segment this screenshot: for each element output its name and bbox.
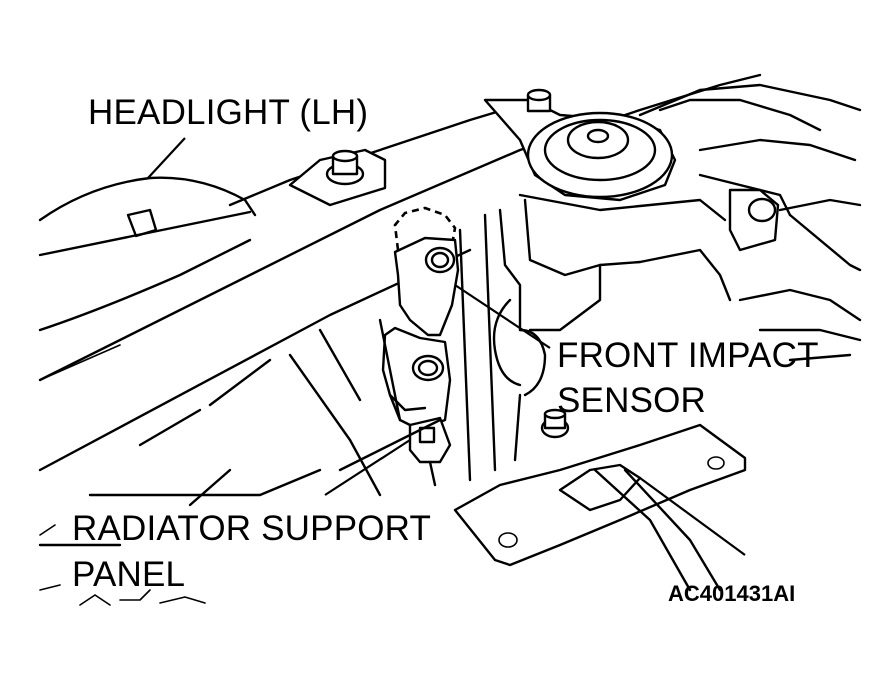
code-leader — [639, 477, 746, 556]
headlight-leader — [147, 137, 186, 179]
front-impact-sensor — [381, 206, 460, 432]
headlight-housing — [38, 176, 257, 381]
radiator-support-label-line2: PANEL — [72, 555, 186, 594]
lower-struts — [38, 318, 442, 591]
radiator-support-label-line1: RADIATOR SUPPORT — [72, 509, 432, 548]
sensor-connector — [408, 416, 452, 487]
leader-lines — [147, 137, 746, 556]
figure-code-label: AC401431AI — [668, 581, 796, 606]
headlight-label: HEADLIGHT (LH) — [88, 93, 369, 132]
lower-bracket-plate — [453, 408, 747, 592]
beam-bracket — [288, 148, 387, 207]
radiator-leader — [324, 439, 411, 496]
front-impact-sensor-label-line1: FRONT IMPACT — [557, 336, 819, 375]
strut-mount — [483, 88, 677, 202]
engine-details — [518, 83, 862, 362]
sensor-leader — [454, 284, 551, 349]
bottom-left-fragments — [79, 589, 206, 606]
radiator-core — [458, 208, 547, 482]
front-impact-sensor-label-line2: SENSOR — [557, 381, 707, 420]
